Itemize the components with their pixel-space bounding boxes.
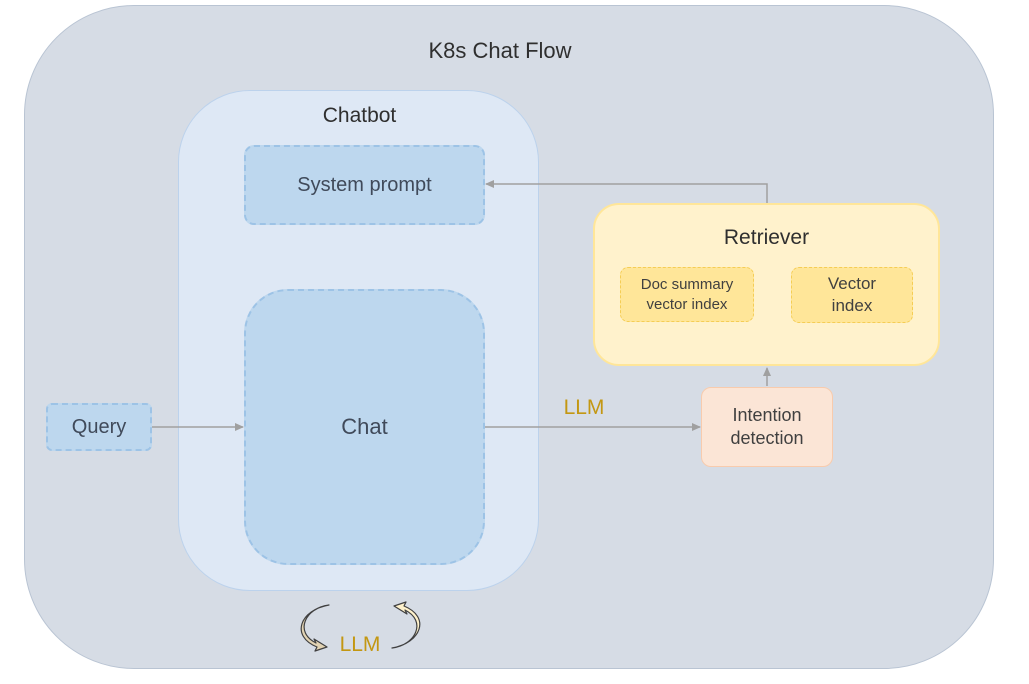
loop-arrow-icon (300, 604, 330, 652)
loop-arrow-icon (391, 601, 421, 649)
doc-summary-index-line2: vector index (646, 295, 728, 313)
retriever-title: Retriever (723, 226, 810, 249)
intention-line2: detection (730, 428, 804, 448)
chat-node: Chat (244, 289, 485, 565)
diagram-title: K8s Chat Flow (428, 38, 572, 63)
vector-index-node: Vector index (791, 267, 913, 323)
intention-detection-node: Intention detection (701, 387, 833, 467)
system-prompt-node: System prompt (244, 145, 485, 225)
doc-summary-vector-index-node: Doc summary vector index (620, 267, 754, 322)
chatbot-title: Chatbot (322, 104, 397, 127)
vector-index-line2: index (831, 296, 873, 315)
llm-loop-label: LLM (339, 633, 381, 656)
retriever-to-system-prompt-arrow (485, 180, 768, 203)
intention-line1: Intention (732, 405, 802, 425)
doc-summary-index-line1: Doc summary (640, 275, 734, 293)
vector-index-line1: Vector (827, 274, 877, 293)
llm-edge-label: LLM (563, 396, 605, 419)
query-node: Query (46, 403, 152, 451)
